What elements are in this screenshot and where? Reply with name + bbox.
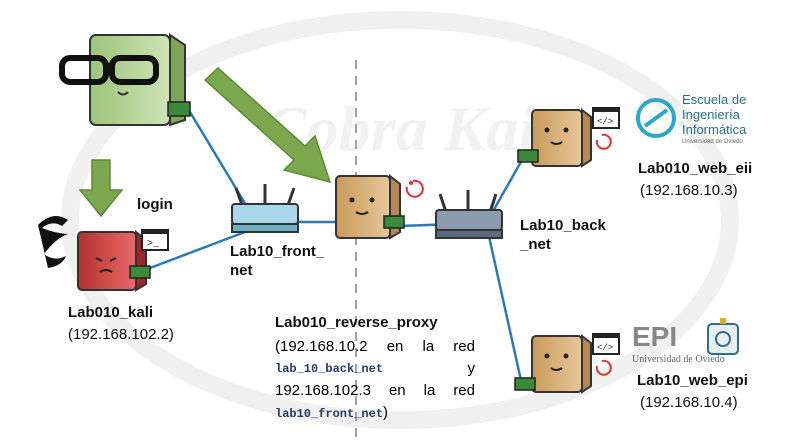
- proxy-description: (192.168.10.2 en la red lab_10_back_net …: [275, 336, 475, 425]
- svg-text:Universidad de Oviedo: Universidad de Oviedo: [682, 139, 743, 145]
- router-front-icon: [231, 184, 299, 233]
- web-eii-server-icon: </>: [517, 107, 620, 168]
- svg-text:Universidad de Oviedo: Universidad de Oviedo: [632, 354, 725, 365]
- reverse-arrow-icon: [595, 133, 612, 150]
- svg-text:>_: >_: [147, 239, 160, 250]
- login-arrow: [78, 159, 124, 218]
- back-net-code: lab_10_back_net: [275, 362, 384, 376]
- svg-text:Informática: Informática: [682, 122, 747, 137]
- attacker-pc-icon: [59, 33, 191, 127]
- proxy-line-2: lab_10_back_net y: [275, 358, 475, 380]
- proxy-line-4: lab10_front_net): [275, 404, 389, 421]
- login-label: login: [137, 196, 173, 213]
- back-net-label: Lab10_back _net: [520, 217, 606, 253]
- router-back-icon: [435, 190, 503, 239]
- reverse-arrow-icon: [595, 359, 612, 376]
- reverse-arrow-icon: [405, 179, 424, 198]
- proxy-name: Lab010_reverse_proxy: [275, 314, 438, 331]
- web-eii-ip: (192.168.10.3): [640, 182, 738, 199]
- eii-logo: Escuela de Ingeniería Informática Univer…: [636, 92, 747, 145]
- web-epi-server-icon: </>: [514, 333, 620, 394]
- link-attacker-front: [188, 111, 257, 221]
- front-net-code: lab10_front_net: [275, 407, 384, 421]
- web-epi-ip: (192.168.10.4): [640, 394, 738, 411]
- proxy-line-3: 192.168.102.3 en la red: [275, 382, 475, 399]
- svg-text:EPI: EPI: [632, 321, 677, 352]
- nic-icon: [167, 101, 191, 117]
- kali-dragon-icon: [38, 216, 68, 268]
- watermark: [61, 11, 739, 429]
- proxy-line-1: (192.168.10.2 en la red: [275, 338, 475, 355]
- web-eii-name: Lab010_web_eii: [638, 160, 753, 177]
- link-kali-front: [149, 230, 246, 270]
- attack-arrow: [203, 66, 332, 184]
- glasses-icon: [59, 55, 109, 85]
- svg-text:</>: </>: [597, 117, 613, 127]
- epi-logo: EPI Universidad de Oviedo: [632, 318, 739, 365]
- web-epi-name: Lab10_web_epi: [637, 372, 748, 389]
- nic-icon: [129, 265, 151, 279]
- kali-server-icon: >_: [38, 216, 169, 292]
- front-net-label: Lab10_front_ net: [230, 243, 325, 279]
- svg-text:Escuela de: Escuela de: [682, 92, 746, 107]
- kali-ip: (192.168.102.2): [68, 326, 174, 343]
- svg-text:Ingeniería: Ingeniería: [682, 107, 741, 122]
- proxy-server-icon: [335, 173, 424, 240]
- university-crest-icon: [707, 318, 739, 355]
- arrows: [78, 66, 332, 218]
- kali-name: Lab010_kali: [68, 304, 154, 321]
- link-back-epi: [486, 231, 524, 386]
- svg-text:</>: </>: [597, 343, 613, 353]
